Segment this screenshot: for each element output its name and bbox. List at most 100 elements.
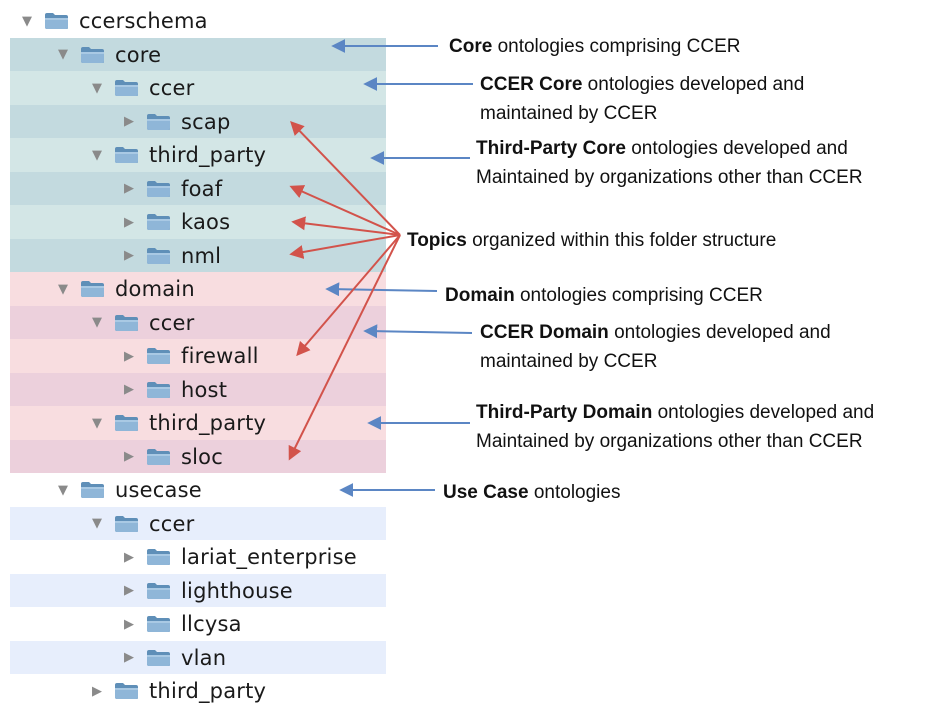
tree-row[interactable]: ▼ ccerschema <box>18 4 208 38</box>
tree-row-band <box>10 272 386 306</box>
folder-icon <box>80 280 105 298</box>
disclosure-collapsed-icon[interactable]: ▶ <box>124 181 134 196</box>
disclosure-collapsed-icon[interactable]: ▶ <box>124 114 134 129</box>
blue-arrow <box>363 324 473 339</box>
tree-row[interactable]: ▶ host <box>120 373 227 407</box>
tree-row-band <box>10 607 386 641</box>
folder-icon <box>114 682 139 700</box>
red-arrow <box>296 234 401 357</box>
tree-row[interactable]: ▶ lariat_enterprise <box>120 540 357 574</box>
folder-label: ccerschema <box>79 9 208 33</box>
folder-label: foaf <box>181 176 223 201</box>
folder-icon <box>114 146 139 164</box>
folder-label: domain <box>115 277 195 301</box>
tree-row[interactable]: ▶ sloc <box>120 440 223 474</box>
disclosure-expanded-icon[interactable]: ▼ <box>92 516 102 531</box>
tree-row-band <box>10 540 386 574</box>
annotation-topics: Topics organized within this folder stru… <box>407 230 777 251</box>
tree-row-band <box>10 71 386 105</box>
tree-row[interactable]: ▼ usecase <box>54 473 202 507</box>
folder-icon <box>146 615 171 633</box>
tree-row[interactable]: ▶ third_party <box>88 674 266 708</box>
disclosure-expanded-icon[interactable]: ▼ <box>92 415 102 431</box>
folder-label: ccer <box>149 310 195 335</box>
disclosure-collapsed-icon[interactable]: ▶ <box>124 650 134 665</box>
annotation-ccer-core: CCER Core ontologies developed and maint… <box>480 74 805 124</box>
folder-label: scap <box>181 109 231 134</box>
tree-row[interactable]: ▼ccer <box>88 507 194 541</box>
tree-row-band <box>10 37 386 72</box>
disclosure-collapsed-icon[interactable]: ▶ <box>124 616 134 632</box>
folder-label: firewall <box>181 344 259 368</box>
annotation-usecase: Use Case ontologies <box>443 482 621 503</box>
tree-row[interactable]: ▶ vlan <box>120 641 226 675</box>
tree-row[interactable]: ▶ lighthouse <box>120 574 293 608</box>
tree-row[interactable]: ▶llcysa <box>120 607 242 641</box>
tree-row[interactable]: ▶ kaos <box>120 205 230 239</box>
red-arrow <box>288 234 401 461</box>
tree-row[interactable]: ▶ foaf <box>120 172 222 206</box>
disclosure-expanded-icon[interactable]: ▼ <box>58 482 68 498</box>
red-arrow <box>289 185 401 236</box>
disclosure-expanded-icon[interactable]: ▼ <box>92 315 102 330</box>
tree-row[interactable]: ▶ nml <box>120 239 221 273</box>
disclosure-collapsed-icon[interactable]: ▶ <box>124 583 134 598</box>
folder-label: lariat_enterprise <box>181 545 357 569</box>
folder-label: kaos <box>181 210 231 234</box>
tree-row-band <box>10 640 386 675</box>
folder-label: sloc <box>181 444 223 469</box>
folder-icon <box>146 347 171 365</box>
tree-row-band <box>10 339 386 373</box>
folder-label: usecase <box>115 478 202 502</box>
disclosure-expanded-icon[interactable]: ▼ <box>58 281 68 297</box>
disclosure-expanded-icon[interactable]: ▼ <box>58 47 68 62</box>
annotation-third-party-core: Third-Party Core ontologies developed an… <box>476 138 863 188</box>
red-arrow <box>291 216 401 236</box>
annotation-ccer-domain: CCER Domain ontologies developed and mai… <box>480 322 831 372</box>
folder-label: core <box>115 42 162 67</box>
folder-icon <box>146 649 171 667</box>
folder-icon <box>146 548 171 566</box>
folder-label: third_party <box>149 143 267 167</box>
disclosure-collapsed-icon[interactable]: ▶ <box>124 382 134 397</box>
folder-label: vlan <box>181 645 227 670</box>
disclosure-collapsed-icon[interactable]: ▶ <box>124 214 134 230</box>
red-arrow <box>290 120 401 236</box>
tree-row-band <box>10 305 386 340</box>
folder-label: host <box>181 377 228 402</box>
tree-row[interactable]: ▼ domain <box>54 272 195 306</box>
tree-row[interactable]: ▼ ccer <box>88 306 194 340</box>
disclosure-expanded-icon[interactable]: ▼ <box>92 80 102 96</box>
folder-label: nml <box>181 243 222 268</box>
tree-row[interactable]: ▶ firewall <box>120 339 259 373</box>
tree-row[interactable]: ▼ccer <box>88 71 194 105</box>
folder-icon <box>114 79 139 97</box>
folder-icon <box>146 213 171 231</box>
disclosure-collapsed-icon[interactable]: ▶ <box>124 248 134 263</box>
folder-icon <box>146 381 171 399</box>
folder-icon <box>114 414 139 432</box>
tree-row[interactable]: ▼ third_party <box>88 406 266 440</box>
tree-row[interactable]: ▶ scap <box>120 105 231 139</box>
disclosure-collapsed-icon[interactable]: ▶ <box>124 549 134 565</box>
disclosure-collapsed-icon[interactable]: ▶ <box>124 348 134 364</box>
folder-label: lighthouse <box>181 578 293 603</box>
annotation-core: Core ontologies comprising CCER <box>449 36 741 57</box>
disclosure-expanded-icon[interactable]: ▼ <box>22 13 32 29</box>
tree-row[interactable]: ▼ third_party <box>88 138 266 172</box>
folder-icon <box>146 448 171 466</box>
folder-icon <box>146 113 171 131</box>
tree-row-band <box>10 506 386 541</box>
tree-row[interactable]: ▼ core <box>54 38 161 72</box>
disclosure-collapsed-icon[interactable]: ▶ <box>92 683 102 699</box>
disclosure-expanded-icon[interactable]: ▼ <box>92 147 102 163</box>
disclosure-collapsed-icon[interactable]: ▶ <box>124 449 134 464</box>
folder-label: third_party <box>149 679 267 703</box>
tree-row-band <box>10 439 386 474</box>
tree-row-band <box>10 674 386 708</box>
folder-icon <box>114 314 139 332</box>
folder-label: third_party <box>149 411 267 435</box>
folder-icon <box>146 180 171 198</box>
